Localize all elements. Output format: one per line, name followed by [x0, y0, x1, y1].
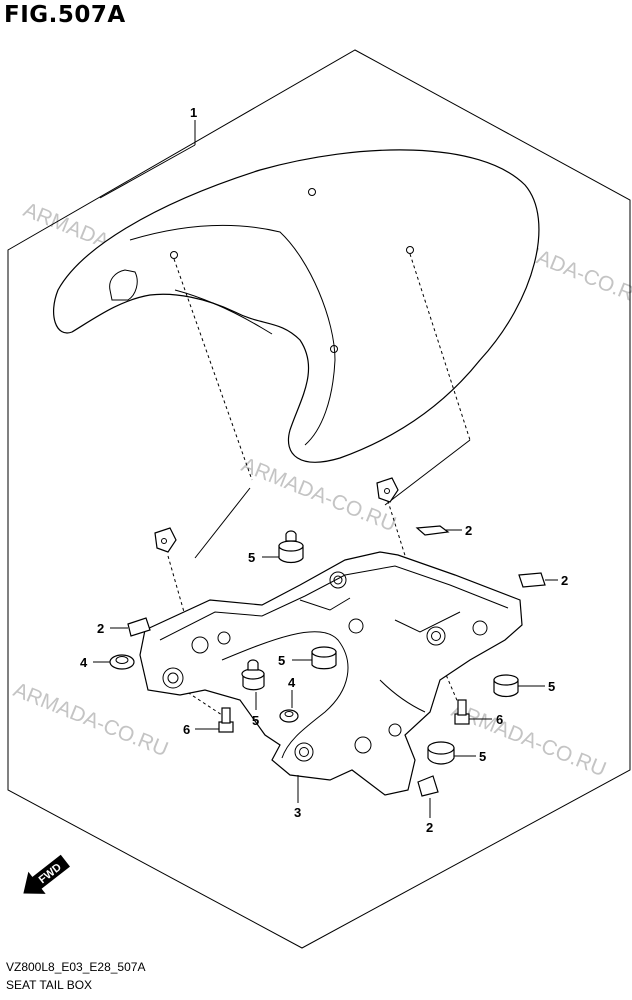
callout-2: 2	[465, 523, 472, 538]
callout-6: 6	[496, 712, 503, 727]
callout-6: 6	[183, 722, 190, 737]
clip-nuts	[154, 477, 399, 553]
bolts	[218, 699, 470, 733]
callout-5: 5	[548, 679, 555, 694]
callout-2: 2	[561, 573, 568, 588]
watermark: ARMADA-CO.RU	[238, 453, 399, 536]
rubber-cushions	[241, 530, 519, 765]
bracket	[139, 551, 523, 796]
seat-tail-cover	[53, 149, 540, 463]
figure-name: SEAT TAIL BOX	[6, 978, 93, 992]
callout-5: 5	[252, 713, 259, 728]
figure-title: FIG.507A	[4, 2, 126, 28]
callout-5: 5	[479, 749, 486, 764]
callout-5: 5	[248, 550, 255, 565]
callout-1: 1	[190, 105, 197, 120]
leader-lines	[93, 120, 558, 818]
assembly-frame	[7, 49, 631, 949]
callout-2: 2	[97, 621, 104, 636]
cushions	[127, 525, 546, 797]
callout-3: 3	[294, 805, 301, 820]
watermark: ARMADA-CO.RU	[10, 678, 171, 761]
watermark: ARMADA-CO.RU	[448, 698, 609, 781]
fwd-arrow-icon: FWD	[23, 854, 70, 894]
callout-5: 5	[278, 653, 285, 668]
figure-code: VZ800L8_E03_E28_507A	[6, 960, 146, 974]
callout-4: 4	[80, 655, 88, 670]
callout-2: 2	[426, 820, 433, 835]
callout-labels: 1 2 2 2 2 3 4 4 5 5 5 5 5 6 6	[80, 105, 568, 835]
callout-4: 4	[288, 675, 296, 690]
